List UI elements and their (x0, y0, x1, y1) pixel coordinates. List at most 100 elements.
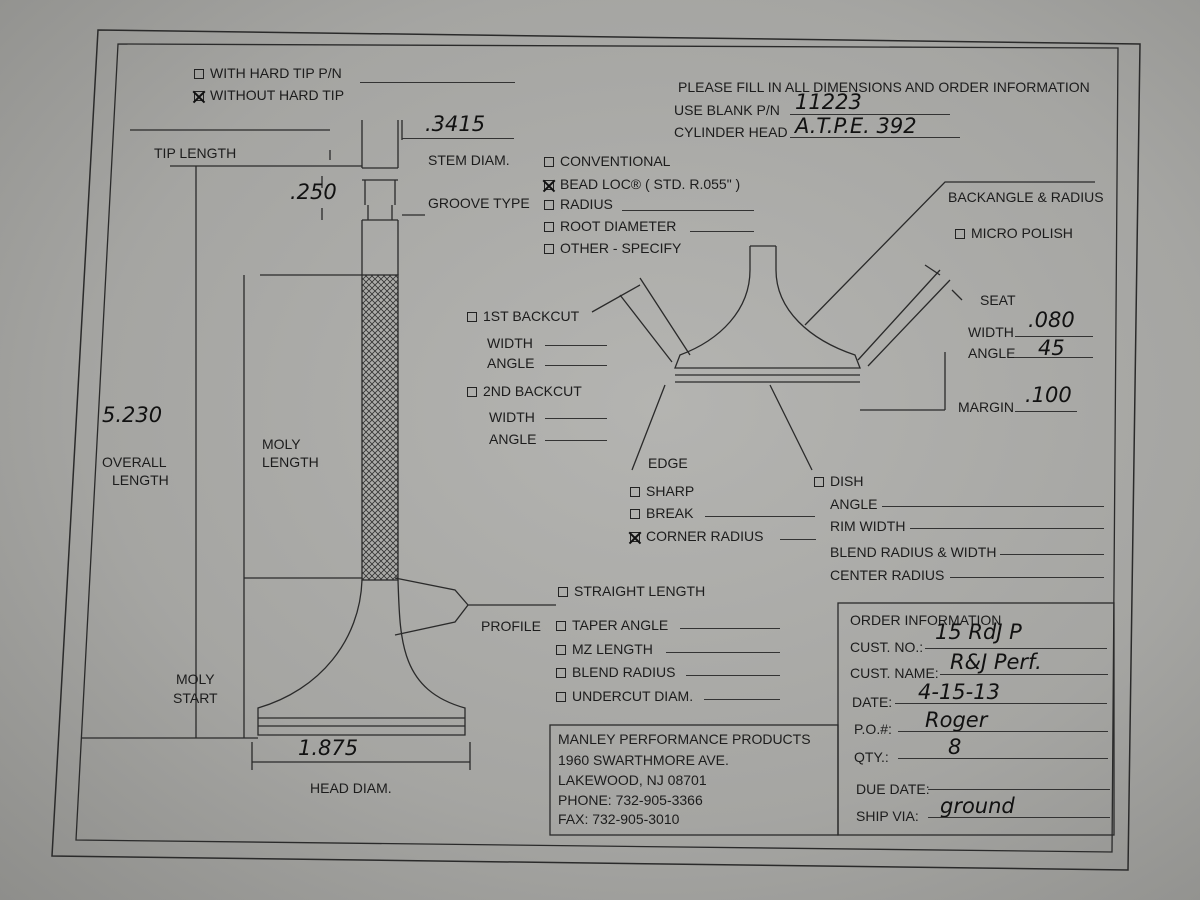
checkbox-checked[interactable] (630, 532, 640, 542)
seat-label: SEAT (980, 292, 1016, 308)
checkbox[interactable] (556, 645, 566, 655)
checkbox[interactable] (630, 509, 640, 519)
moly-start-label: MOLY (176, 671, 215, 687)
inner-border (75, 43, 1119, 853)
blend-radius-label: BLEND RADIUS & WIDTH (830, 544, 997, 560)
valve-stem (361, 120, 399, 275)
company-address: 1960 SWARTHMORE AVE. (558, 752, 729, 768)
po-value[interactable]: Roger (925, 708, 988, 732)
blank-pn-label: USE BLANK P/N (674, 102, 780, 118)
date-value[interactable]: 4-15-13 (918, 680, 1000, 704)
edge-option[interactable]: SHARP (630, 484, 694, 498)
profile-option[interactable]: MZ LENGTH (556, 642, 653, 656)
valve-head (257, 579, 466, 736)
checkbox[interactable] (544, 200, 554, 210)
seat-angle-value[interactable]: 45 (1038, 336, 1065, 360)
checkbox[interactable] (467, 387, 477, 397)
groove-option[interactable]: OTHER - SPECIFY (544, 241, 681, 255)
checkbox[interactable] (630, 487, 640, 497)
seat-width-label: WIDTH (968, 324, 1014, 340)
rim-width-label: RIM WIDTH (830, 518, 906, 534)
seat-diagram (591, 181, 1095, 471)
width-label: WIDTH (489, 409, 535, 425)
groove-value[interactable]: .250 (290, 180, 337, 204)
moly-length-label: MOLY (262, 436, 301, 452)
seat-angle-label: ANGLE (968, 345, 1016, 361)
checkbox[interactable] (558, 587, 568, 597)
groove-option[interactable]: BEAD LOC® ( STD. R.055" ) (544, 177, 740, 191)
cyl-head-value[interactable]: A.T.P.E. 392 (795, 114, 917, 138)
head-diam-value[interactable]: 1.875 (298, 736, 359, 760)
ship-via-value[interactable]: ground (940, 794, 1015, 818)
blank-pn-value[interactable]: 11223 (795, 90, 862, 114)
cust-no-value[interactable]: 15 RdJ P (935, 620, 1022, 644)
dish-angle-label: ANGLE (830, 496, 878, 512)
dish-option[interactable]: DISH (814, 474, 863, 488)
backangle-label: BACKANGLE & RADIUS (948, 189, 1104, 205)
company-phone: PHONE: 732-905-3366 (558, 792, 703, 808)
checkbox[interactable] (556, 692, 566, 702)
center-radius-label: CENTER RADIUS (830, 567, 945, 583)
qty-label: QTY.: (854, 749, 889, 765)
with-hard-tip-option[interactable]: WITH HARD TIP P/N (194, 66, 342, 80)
moly-start-label: START (173, 690, 218, 706)
width-label: WIDTH (487, 335, 533, 351)
checkbox-checked[interactable] (544, 180, 554, 190)
checkbox[interactable] (814, 477, 824, 487)
checkbox[interactable] (467, 312, 477, 322)
groove-option[interactable]: CONVENTIONAL (544, 154, 670, 168)
moly-coating (361, 274, 399, 581)
checkbox-checked[interactable] (194, 91, 204, 101)
order-box (837, 602, 1115, 836)
groove-type-label: GROOVE TYPE (428, 195, 530, 211)
checkbox[interactable] (544, 244, 554, 254)
company-fax: FAX: 732-905-3010 (558, 811, 680, 827)
edge-option[interactable]: CORNER RADIUS (630, 529, 763, 543)
overall-label: LENGTH (112, 472, 169, 488)
margin-value[interactable]: .100 (1025, 383, 1072, 407)
profile-option[interactable]: TAPER ANGLE (556, 618, 668, 632)
qty-value[interactable]: 8 (948, 735, 962, 759)
tip-length-label: TIP LENGTH (154, 145, 237, 161)
without-hard-tip-option[interactable]: WITHOUT HARD TIP (194, 88, 344, 102)
groove-option[interactable]: ROOT DIAMETER (544, 219, 676, 233)
checkbox[interactable] (556, 621, 566, 631)
seat-width-value[interactable]: .080 (1028, 308, 1075, 332)
micro-polish-option[interactable]: MICRO POLISH (955, 226, 1073, 240)
checkbox[interactable] (955, 229, 965, 239)
cust-name-label: CUST. NAME: (850, 665, 939, 681)
second-backcut-option[interactable]: 2ND BACKCUT (467, 384, 582, 398)
checkbox[interactable] (544, 222, 554, 232)
moly-length-label: LENGTH (262, 454, 319, 470)
profile-option[interactable]: UNDERCUT DIAM. (556, 689, 693, 703)
stem-diam-value[interactable]: .3415 (425, 112, 486, 136)
po-label: P.O.#: (854, 721, 892, 737)
overall-label: OVERALL (102, 454, 167, 470)
instruction: PLEASE FILL IN ALL DIMENSIONS AND ORDER … (678, 79, 1090, 95)
edge-option[interactable]: BREAK (630, 506, 693, 520)
due-date-label: DUE DATE: (856, 781, 930, 797)
edge-label: EDGE (648, 455, 688, 471)
first-backcut-option[interactable]: 1ST BACKCUT (467, 309, 579, 323)
order-title: ORDER INFORMATION (850, 612, 1002, 628)
checkbox[interactable] (194, 69, 204, 79)
cust-no-label: CUST. NO.: (850, 639, 924, 655)
profile-option[interactable]: BLEND RADIUS (556, 665, 675, 679)
margin-label: MARGIN (958, 399, 1014, 415)
overall-length-value[interactable]: 5.230 (102, 403, 163, 427)
profile-option[interactable]: STRAIGHT LENGTH (558, 584, 705, 598)
checkbox[interactable] (544, 157, 554, 167)
cust-name-value[interactable]: R&J Perf. (950, 650, 1042, 674)
checkbox[interactable] (556, 668, 566, 678)
company-name: MANLEY PERFORMANCE PRODUCTS (558, 731, 811, 747)
ship-via-label: SHIP VIA: (856, 808, 919, 824)
profile-label: PROFILE (481, 618, 541, 634)
groove-option[interactable]: RADIUS (544, 197, 613, 211)
outer-border (51, 29, 1141, 871)
date-label: DATE: (852, 694, 893, 710)
head-diam-label: HEAD DIAM. (310, 780, 392, 796)
stem-diam-label: STEM DIAM. (428, 152, 510, 168)
cyl-head-label: CYLINDER HEAD (674, 124, 788, 140)
